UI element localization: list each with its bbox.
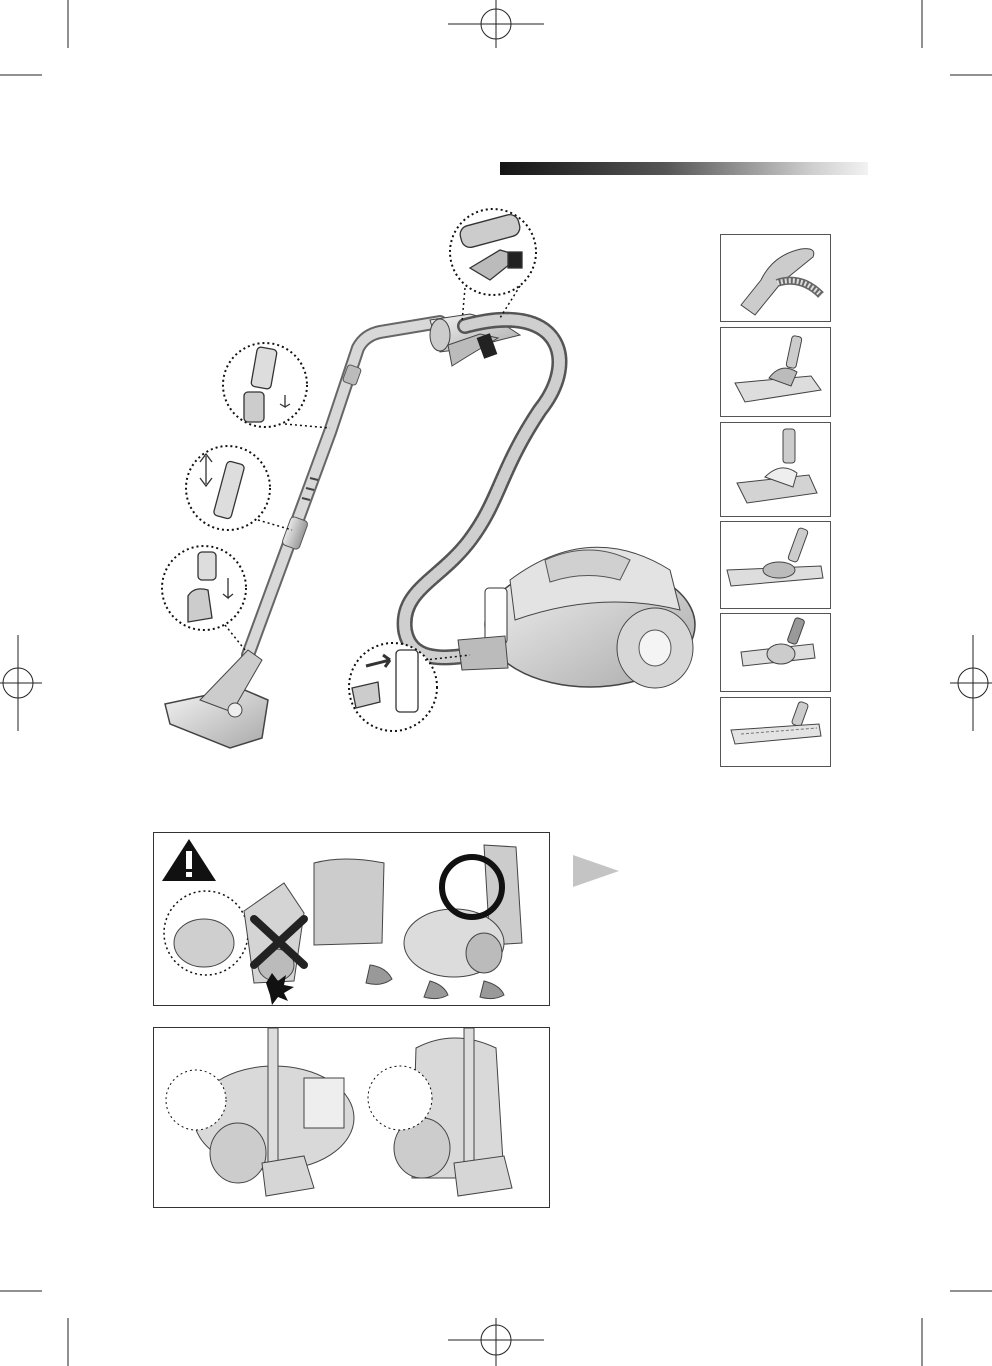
parquet-brush-icon — [721, 522, 830, 608]
storage-illustration — [154, 1028, 549, 1207]
grey-arrow-icon — [573, 855, 619, 887]
vertical-storage-icon — [368, 1028, 512, 1196]
storage-illustration-panel — [153, 1027, 550, 1208]
carrying-warning-illustration — [154, 833, 549, 1005]
combination-floor-brush-icon — [721, 423, 830, 516]
carpet-floor-brush-icon — [721, 328, 830, 416]
carrying-warning-panel — [153, 832, 550, 1006]
turbo-brush-icon — [721, 614, 830, 691]
accessory-thumb-3 — [720, 422, 831, 517]
accessory-thumb-4 — [720, 521, 831, 609]
warning-triangle-icon — [162, 839, 216, 881]
horizontal-storage-icon — [166, 1028, 354, 1196]
accessory-thumb-5 — [720, 613, 831, 692]
hard-floor-brush-icon — [721, 698, 830, 766]
accessory-thumb-1 — [720, 234, 831, 322]
accessory-thumb-6 — [720, 697, 831, 767]
hose-handle-icon — [721, 235, 830, 321]
accessory-thumb-2 — [720, 327, 831, 417]
